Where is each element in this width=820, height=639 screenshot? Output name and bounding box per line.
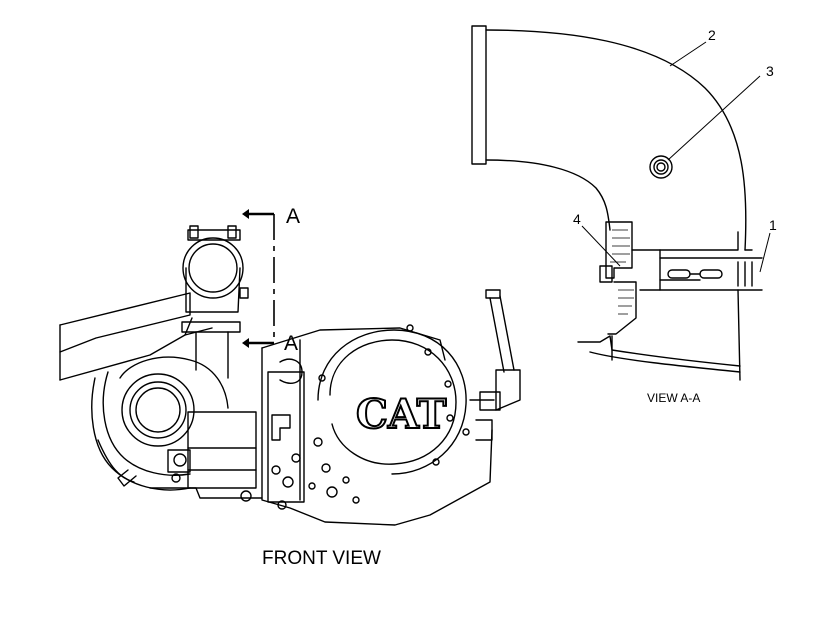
front-view-drawing: CAT A A	[59, 205, 521, 526]
callout-4: 4	[573, 211, 581, 227]
section-marker-bottom: A	[284, 332, 298, 355]
callout-2: 2	[708, 27, 716, 43]
cat-logo: CAT	[356, 391, 447, 438]
flange-joint	[599, 221, 763, 335]
inlet-duct	[59, 292, 213, 381]
filter-housing	[149, 411, 263, 502]
front-view-caption: FRONT VIEW	[262, 548, 381, 569]
turbocharger	[91, 356, 229, 491]
lower-housing	[577, 289, 741, 381]
dipstick-tube	[469, 289, 521, 441]
section-view-caption: VIEW A-A	[647, 391, 700, 405]
engine-housing	[261, 324, 493, 526]
section-marker-top: A	[286, 205, 300, 228]
air-elbow	[471, 25, 753, 251]
section-line-a-a	[242, 209, 275, 348]
callout-3: 3	[766, 63, 774, 79]
callout-leaders	[581, 41, 771, 273]
port-fitting	[649, 155, 673, 179]
elbow-clamp	[181, 225, 249, 379]
section-view-drawing: 1 2 3 4	[471, 25, 777, 381]
callout-1: 1	[769, 217, 777, 233]
